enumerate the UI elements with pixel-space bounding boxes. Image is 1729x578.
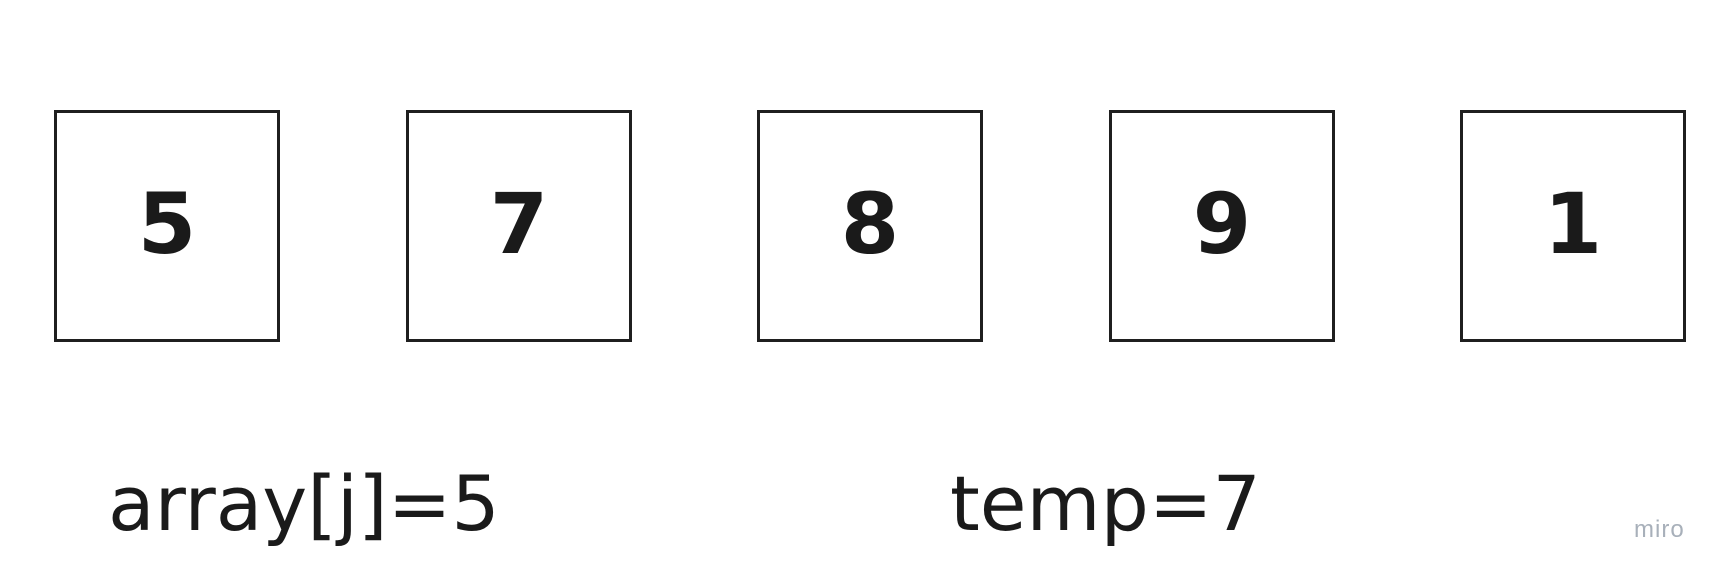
- array-cell-4: 1: [1460, 110, 1686, 342]
- array-cell-3: 9: [1109, 110, 1335, 342]
- array-cell-2: 8: [757, 110, 983, 342]
- array-j-label: array[j]=5: [108, 459, 500, 548]
- array-cell-4-value: 1: [1543, 175, 1603, 273]
- array-cell-1-value: 7: [489, 175, 549, 273]
- temp-label: temp=7: [950, 459, 1261, 548]
- array-cell-0-value: 5: [137, 175, 197, 273]
- array-cell-0: 5: [54, 110, 280, 342]
- array-cell-3-value: 9: [1192, 175, 1252, 273]
- miro-watermark: miro: [1634, 516, 1685, 543]
- array-cell-1: 7: [406, 110, 632, 342]
- array-cell-2-value: 8: [840, 175, 900, 273]
